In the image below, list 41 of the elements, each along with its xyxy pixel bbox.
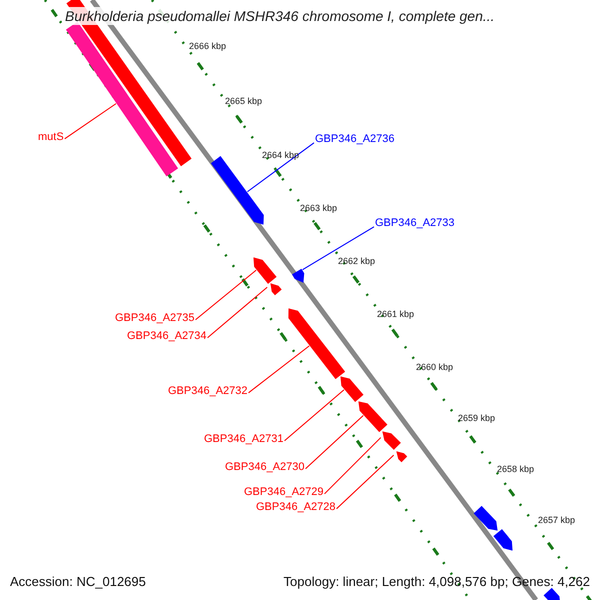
scale-label: 2665 kbp	[225, 96, 262, 107]
scale-label: 2660 kbp	[416, 362, 454, 373]
footer-text: Topology: linear; Length: 4,098,576 bp; Genes: 4,262	[284, 574, 590, 590]
gene-segment	[210, 156, 264, 225]
gene-segment	[292, 268, 304, 283]
gene-segment	[288, 308, 346, 380]
leader-line	[324, 437, 382, 494]
leader-line	[246, 142, 314, 192]
leader-line	[302, 226, 374, 270]
leader-line	[305, 414, 364, 470]
gene-segment	[253, 257, 277, 284]
gene-label: GBP346_A2735	[115, 312, 195, 325]
gene-label: mutS	[38, 131, 64, 144]
leader-line	[248, 345, 310, 394]
scale-label: 2661 kbp	[377, 309, 414, 320]
gene-label: GBP346_A2730	[225, 461, 305, 474]
scale-label: 2659 kbp	[458, 413, 496, 424]
gene-label: GBP346_A2733	[375, 217, 455, 230]
scale-label: 2662 kbp	[338, 256, 376, 267]
scale-label: 2666 kbp	[189, 41, 226, 52]
gene-segment	[396, 451, 408, 462]
leader-line	[284, 389, 345, 442]
gene-segment	[382, 431, 401, 450]
leader-line	[207, 286, 268, 338]
gene-label: GBP346_A2729	[244, 486, 324, 499]
leader-line	[64, 103, 117, 140]
scale-label: 2658 kbp	[497, 464, 534, 475]
scale-label: 2663 kbp	[300, 203, 338, 214]
gene-segment	[358, 401, 388, 432]
gene-segment	[340, 376, 364, 402]
gene-label: GBP346_A2728	[256, 501, 336, 514]
gene-label: GBP346_A2734	[127, 330, 207, 343]
leader-line	[336, 454, 394, 510]
gene-label: GBP346_A2732	[168, 385, 248, 398]
scale-label: 2664 kbp	[262, 150, 300, 161]
leader-line	[195, 270, 257, 320]
gene-segment	[270, 283, 282, 296]
gene-label: GBP346_A2736	[315, 133, 395, 146]
footer-text: Accession: NC_012695	[10, 574, 146, 590]
scale-label: 2657 kbp	[538, 515, 576, 526]
gene-label: GBP346_A2731	[204, 433, 284, 446]
